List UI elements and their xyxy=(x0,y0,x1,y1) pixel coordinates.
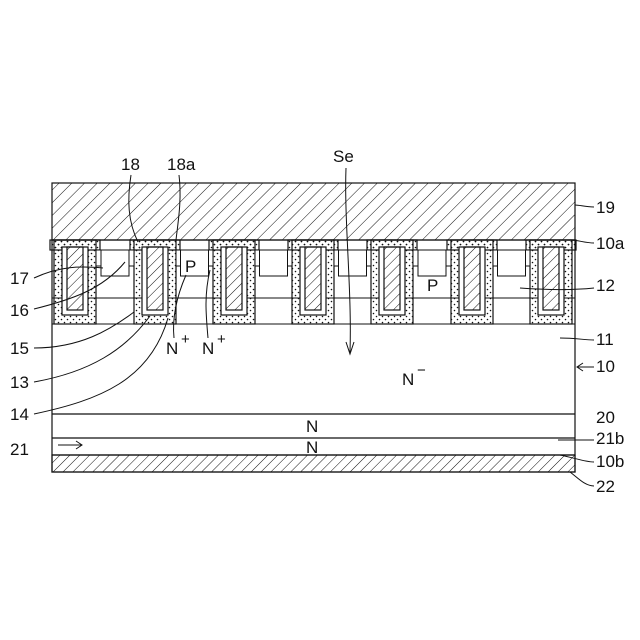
label-p-left: P xyxy=(185,257,196,276)
trench-cell xyxy=(209,240,259,324)
ref-12: 12 xyxy=(596,276,615,295)
ref-21: 21 xyxy=(10,440,29,459)
ref-10: 10 xyxy=(596,357,615,376)
label-n-plus-right-sup: + xyxy=(217,331,226,348)
ref-19: 19 xyxy=(596,198,615,217)
ref-13: 13 xyxy=(10,373,29,392)
gate-electrode xyxy=(226,247,242,310)
leader-22 xyxy=(570,472,594,486)
ref-10a: 10a xyxy=(596,234,625,253)
emitter-contact-notch xyxy=(334,250,371,276)
trench-cell xyxy=(130,240,180,324)
gate-electrode xyxy=(464,247,480,310)
leader-19 xyxy=(575,205,594,207)
emitter-contact-notch xyxy=(493,250,530,276)
ref-21b: 21b xyxy=(596,429,624,448)
collector-electrode xyxy=(52,455,575,472)
label-n-drift-sup: − xyxy=(417,362,426,379)
trench-cell xyxy=(526,240,576,324)
gate-electrode xyxy=(384,247,400,310)
label-n-drift: N xyxy=(402,370,414,389)
gate-electrode xyxy=(147,247,163,310)
trench-cell xyxy=(288,240,338,324)
label-n-collector: N xyxy=(306,438,318,457)
gate-electrode xyxy=(305,247,321,310)
p-plus-contact-region xyxy=(339,250,367,276)
trench-cell xyxy=(447,240,497,324)
ref-14: 14 xyxy=(10,405,29,424)
label-n-buffer: N xyxy=(306,417,318,436)
label-se: Se xyxy=(333,147,354,166)
label-n-plus-left: N xyxy=(166,339,178,358)
ref-22: 22 xyxy=(596,477,615,496)
ref-11: 11 xyxy=(596,330,614,349)
ref-10b: 10b xyxy=(596,452,624,471)
ref-16: 16 xyxy=(10,301,29,320)
emitter-contact-notch xyxy=(255,250,292,276)
p-plus-contact-region xyxy=(260,250,288,276)
trench-cell xyxy=(50,240,100,324)
ref-15: 15 xyxy=(10,339,29,358)
label-n-plus-right: N xyxy=(202,339,214,358)
gate-electrode xyxy=(67,247,83,310)
p-plus-contact-region xyxy=(418,250,446,276)
ref-18a: 18a xyxy=(167,155,196,174)
emitter-contact-notch xyxy=(413,250,451,276)
label-p-right: P xyxy=(427,276,438,295)
ref-20: 20 xyxy=(596,408,615,427)
gate-electrode xyxy=(543,247,559,310)
ref-18: 18 xyxy=(121,155,140,174)
emitter-electrode xyxy=(52,183,575,240)
label-n-plus-left-sup: + xyxy=(181,331,190,348)
p-plus-contact-region xyxy=(498,250,526,276)
trench-cell xyxy=(367,240,417,324)
ref-17: 17 xyxy=(10,269,29,288)
